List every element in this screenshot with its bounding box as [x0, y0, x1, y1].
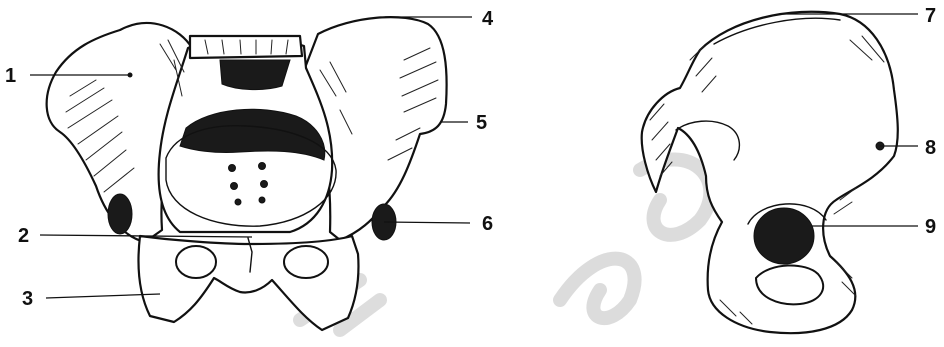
pelvis-front-view: [47, 17, 447, 330]
label-7: 7: [925, 5, 936, 27]
label-9: 9: [925, 216, 936, 238]
label-2: 2: [18, 225, 29, 247]
label-5: 5: [476, 112, 487, 134]
right-obturator-foramen: [284, 246, 328, 278]
left-obturator-foramen: [176, 246, 216, 278]
hip-bone-lateral-view: [642, 12, 898, 333]
pubic-arch: [138, 236, 358, 330]
label-1: 1: [5, 65, 16, 87]
acetabulum: [754, 208, 814, 264]
leader-6: [384, 222, 470, 223]
label-6: 6: [482, 213, 493, 235]
label-8: 8: [925, 137, 936, 159]
label-3: 3: [22, 288, 33, 310]
left-acetabulum: [108, 194, 132, 234]
label-4: 4: [482, 8, 494, 30]
